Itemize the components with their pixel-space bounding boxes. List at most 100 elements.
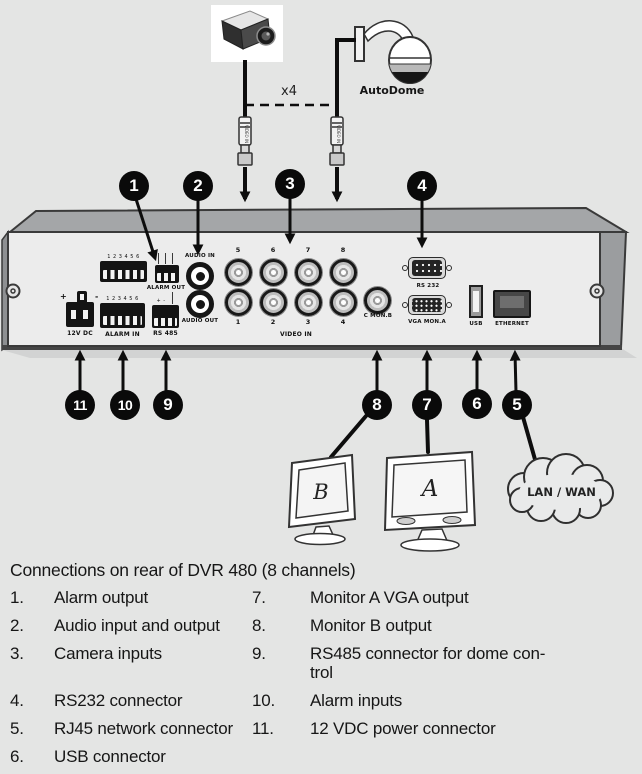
legend-label: Alarm inputs bbox=[310, 691, 403, 710]
panel-screw-left bbox=[5, 283, 21, 299]
usb-port bbox=[469, 285, 483, 318]
video-in-bnc-5 bbox=[225, 259, 252, 286]
legend-label: Alarm output bbox=[54, 588, 148, 607]
video-in-number-1: 1 bbox=[235, 318, 241, 326]
alarm-out-terminal-block bbox=[100, 261, 147, 282]
ethernet-rj45-port bbox=[493, 290, 531, 318]
monitor-a-icon bbox=[383, 450, 477, 552]
legend-label: Audio input and output bbox=[54, 616, 220, 635]
callout-up-arrows bbox=[74, 349, 521, 393]
video-in-number-4: 4 bbox=[340, 318, 346, 326]
callout-2: 2 bbox=[183, 171, 213, 201]
legend-label: Camera inputs bbox=[54, 644, 162, 663]
callout-7: 7 bbox=[412, 390, 442, 420]
audio-in-rca-connector bbox=[186, 262, 214, 290]
legend-num: 1. bbox=[10, 588, 24, 607]
box-camera-image bbox=[211, 5, 283, 62]
legend-num: 5. bbox=[10, 719, 24, 738]
video-in-bnc-4 bbox=[330, 289, 357, 316]
video-in-bnc-7 bbox=[295, 259, 322, 286]
legend-label: RJ45 network connector bbox=[54, 719, 233, 738]
video-in-number-6: 6 bbox=[270, 246, 276, 254]
alarm-in-terminal-block bbox=[100, 303, 145, 328]
video-in-bnc-1 bbox=[225, 289, 252, 316]
video-in-label: VIDEO IN bbox=[280, 331, 312, 338]
legend-label: Monitor B output bbox=[310, 616, 432, 635]
camera-cables bbox=[239, 38, 356, 203]
usb-label: USB bbox=[469, 321, 483, 327]
audio-out-label: AUDIO OUT bbox=[181, 318, 219, 324]
plug-label-1: VIDEO IN bbox=[244, 125, 249, 144]
autodome-label: AutoDome bbox=[359, 84, 425, 97]
legend-empty-cell bbox=[252, 747, 310, 766]
legend-num: 10. bbox=[252, 691, 276, 710]
video-in-number-2: 2 bbox=[270, 318, 276, 326]
lan-wan-label: LAN / WAN bbox=[527, 485, 596, 499]
legend-num: 2. bbox=[10, 616, 24, 635]
alarm-out-pin-numbers: 1 2 3 4 5 6 bbox=[107, 254, 140, 260]
rs485-tick bbox=[172, 292, 174, 304]
legend: Connections on rear of DVR 480 (8 channe… bbox=[10, 560, 634, 767]
monitor-b-icon bbox=[287, 453, 357, 546]
diagram-artwork bbox=[1, 5, 637, 552]
video-in-number-3: 3 bbox=[305, 318, 311, 326]
callout-9: 9 bbox=[153, 390, 183, 420]
rs485-terminal-block bbox=[152, 305, 179, 328]
callout-8: 8 bbox=[362, 390, 392, 420]
callout-10: 10 bbox=[110, 390, 140, 420]
legend-label: USB connector bbox=[54, 747, 166, 766]
video-in-bnc-2 bbox=[260, 289, 287, 316]
video-in-number-7: 7 bbox=[305, 246, 311, 254]
autodome-icon bbox=[354, 20, 432, 84]
multiplier-label: x4 bbox=[281, 84, 297, 99]
dc-connector-tab bbox=[77, 291, 87, 304]
dc-label: 12V DC bbox=[67, 330, 93, 337]
callout-4: 4 bbox=[407, 171, 437, 201]
c-mon-b-bnc-connector bbox=[364, 287, 391, 314]
legend-num: 8. bbox=[252, 616, 266, 635]
c-mon-b-label: C MON.B bbox=[363, 313, 393, 319]
legend-heading: Connections on rear of DVR 480 (8 channe… bbox=[10, 560, 356, 580]
dc-power-connector bbox=[66, 302, 94, 327]
bnc-plug-icons bbox=[237, 116, 345, 166]
dc-plus-sign: + bbox=[60, 292, 67, 301]
callout-1: 1 bbox=[119, 171, 149, 201]
rs232-label: RS 232 bbox=[416, 283, 440, 289]
panel-screw-right bbox=[589, 283, 605, 299]
legend-num: 6. bbox=[10, 747, 24, 766]
plug-label-2: VIDEO IN bbox=[336, 125, 341, 144]
callout-diagonal-lines bbox=[329, 414, 538, 465]
vga-label: VGA MON.A bbox=[408, 319, 446, 325]
legend-num: 11. bbox=[252, 719, 274, 738]
rs485-polarity-marks: + - bbox=[156, 298, 166, 304]
callout-3: 3 bbox=[275, 169, 305, 199]
rs485-label: RS 485 bbox=[153, 330, 178, 337]
audio-out-rca-connector bbox=[186, 290, 214, 318]
legend-num: 9. bbox=[252, 644, 266, 663]
vga-db15-connector bbox=[402, 295, 452, 315]
callout-11: 11 bbox=[65, 390, 95, 420]
audio-in-label: AUDIO IN bbox=[184, 253, 215, 259]
monitor-a-letter: A bbox=[421, 476, 439, 502]
legend-label: Monitor A VGA output bbox=[310, 588, 469, 607]
video-in-number-5: 5 bbox=[235, 246, 241, 254]
legend-label: RS232 connector bbox=[54, 691, 183, 710]
legend-list: 1. Alarm output 7. Monitor A VGA output … bbox=[10, 588, 634, 766]
video-in-bnc-8 bbox=[330, 259, 357, 286]
video-in-bnc-6 bbox=[260, 259, 287, 286]
legend-num: 3. bbox=[10, 644, 24, 663]
video-in-number-8: 8 bbox=[340, 246, 346, 254]
legend-num: 7. bbox=[252, 588, 266, 607]
callout-6: 6 bbox=[462, 389, 492, 419]
alarm-out-relay-marks bbox=[158, 253, 176, 264]
callout-5: 5 bbox=[502, 390, 532, 420]
ethernet-label: ETHERNET bbox=[495, 321, 529, 327]
rs232-db9-connector bbox=[402, 257, 452, 279]
alarm-out-label: ALARM OUT bbox=[146, 285, 186, 291]
dc-minus-sign: - bbox=[95, 292, 99, 301]
callout-leader-lines bbox=[134, 198, 428, 262]
panel-top-face bbox=[7, 206, 630, 233]
alarm-out-relay-block bbox=[155, 265, 179, 283]
lan-wan-cloud bbox=[507, 453, 614, 524]
legend-empty-cell bbox=[310, 747, 622, 766]
